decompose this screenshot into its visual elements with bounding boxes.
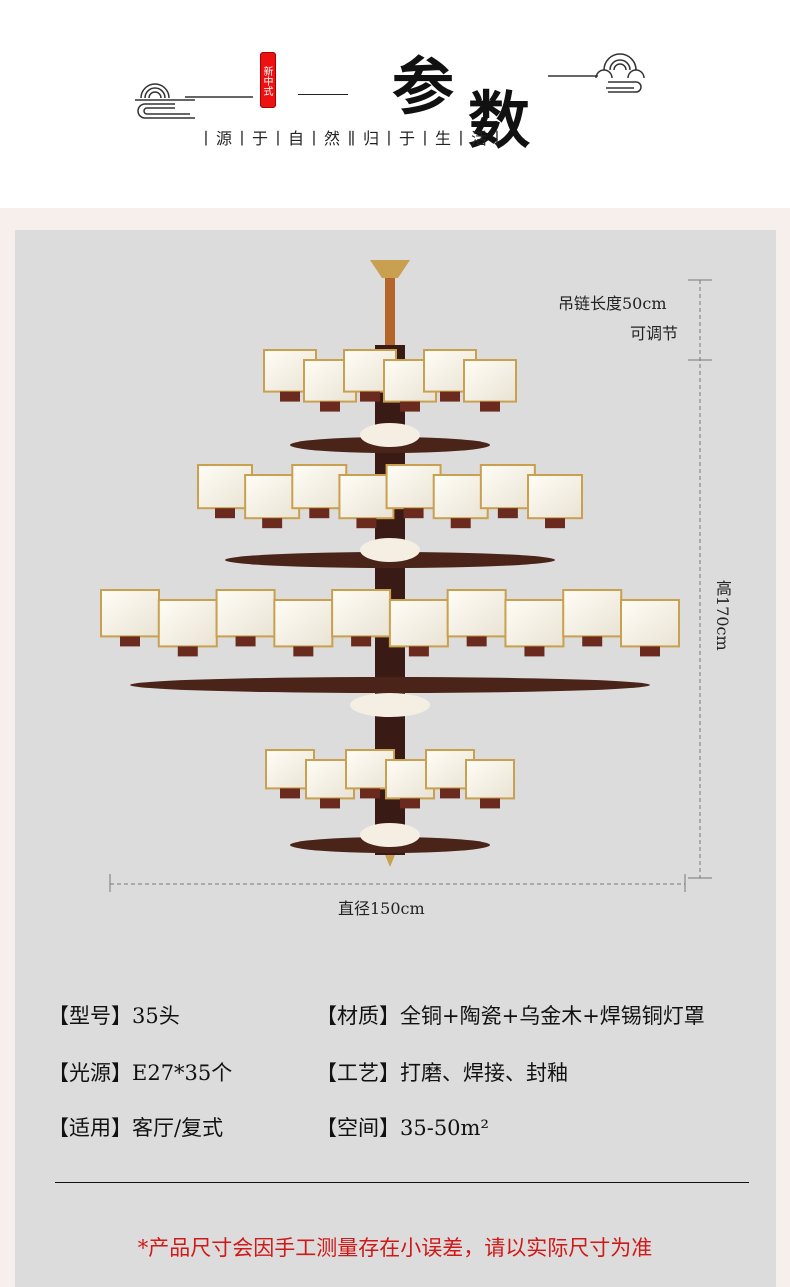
spec-usage: 【适用】客厅/复式 [48, 1112, 223, 1142]
divider [55, 1182, 749, 1183]
lamp-holder [360, 788, 380, 799]
lamp-holder [351, 636, 372, 647]
alabaster-bowl [350, 693, 430, 717]
spec-value: 全铜+陶瓷+乌金木+焊锡铜灯罩 [400, 1004, 705, 1028]
height-label: 高170cm [713, 580, 732, 651]
spec-material: 【材质】全铜+陶瓷+乌金木+焊锡铜灯罩 [316, 1000, 705, 1030]
lamp-holder [320, 798, 340, 809]
cloud-ornament-left-icon [135, 83, 253, 119]
lamp-holder [480, 798, 500, 809]
spec-label: 【光源】 [48, 1061, 132, 1085]
spec-label: 【工艺】 [316, 1061, 400, 1085]
lamp-holder [215, 508, 235, 519]
spec-space: 【空间】35-50m² [316, 1112, 489, 1142]
lamp-holder [440, 391, 460, 402]
lamp-holder [440, 788, 460, 799]
lamp-holder [356, 518, 377, 529]
diameter-label: 直径150cm [338, 899, 425, 918]
lamp-holder [497, 508, 518, 519]
spec-label: 【型号】 [48, 1004, 132, 1028]
slogan-right: 丨归丨于丨生丨活丨 [345, 129, 508, 148]
lamp-shade [562, 589, 623, 638]
lamp-holder [400, 798, 420, 809]
lamp-shade [331, 589, 392, 638]
spec-value: 35头 [132, 1004, 180, 1028]
spec-value: 客厅/复式 [132, 1116, 224, 1140]
spec-label: 【空间】 [316, 1116, 400, 1140]
alabaster-bowl [360, 538, 420, 562]
lamp-shade [527, 474, 583, 520]
lamp-shade [215, 589, 276, 638]
lamp-holder [480, 401, 500, 412]
lamp-holder [545, 518, 565, 529]
lamp-holder [177, 646, 198, 657]
lamp-holder [408, 646, 429, 657]
lamp-holder [293, 646, 314, 657]
lamp-holder [403, 508, 424, 519]
spec-value: 打磨、焊接、封釉 [400, 1061, 568, 1085]
lamp-shade [463, 359, 517, 403]
cloud-ornament-right-icon [548, 53, 645, 93]
lamp-holder [235, 636, 256, 647]
lamp-holder [450, 518, 471, 529]
slogan-left: 丨源丨于丨自丨然丨 [198, 129, 361, 148]
lamp-holder [320, 401, 340, 412]
lamp-shade [388, 599, 449, 648]
lamp-holder [120, 636, 140, 647]
alabaster-bowl [360, 423, 420, 447]
lamp-shade [385, 464, 442, 510]
dimension-lines [109, 279, 712, 892]
lamp-holder [360, 391, 380, 402]
lamp-holder [524, 646, 545, 657]
page-title: 参 [392, 50, 455, 123]
lamp-holder [400, 401, 420, 412]
lamp-shade [432, 474, 489, 520]
lamp-holder [262, 518, 283, 529]
chain-length-label: 吊链长度50cm [558, 294, 667, 313]
lamp-holder [640, 646, 660, 657]
spec-value: 35-50m² [400, 1116, 489, 1140]
lamp-shade [620, 599, 680, 648]
finial [385, 855, 395, 867]
lamp-holder [309, 508, 330, 519]
spec-label: 【材质】 [316, 1004, 400, 1028]
header: 新中式 参 数 丨源丨于丨自丨然丨 丨归丨于丨生丨活丨 [0, 0, 790, 208]
lamp-holder [280, 391, 300, 402]
seal-badge: 新中式 [260, 52, 276, 108]
spec-value: E27*35个 [132, 1061, 233, 1085]
lamp-shade [446, 589, 507, 638]
lamp-holder [466, 636, 487, 647]
lamp-holder [280, 788, 300, 799]
arm-ring [130, 677, 650, 693]
page-title-2: 数 [468, 84, 531, 157]
lamp-shade [244, 474, 301, 520]
lamp-holder [582, 636, 603, 647]
adjustable-label: 可调节 [630, 324, 679, 343]
spec-light-source: 【光源】E27*35个 [48, 1057, 232, 1087]
spec-label: 【适用】 [48, 1116, 132, 1140]
spec-craft: 【工艺】打磨、焊接、封釉 [316, 1057, 568, 1087]
alabaster-bowl [360, 823, 420, 847]
spec-model: 【型号】35头 [48, 1000, 180, 1030]
size-disclaimer: *产品尺寸会因手工测量存在小误差，请以实际尺寸为准 [137, 1236, 653, 1260]
chandelier-image [100, 260, 680, 867]
divider-line [298, 94, 348, 95]
